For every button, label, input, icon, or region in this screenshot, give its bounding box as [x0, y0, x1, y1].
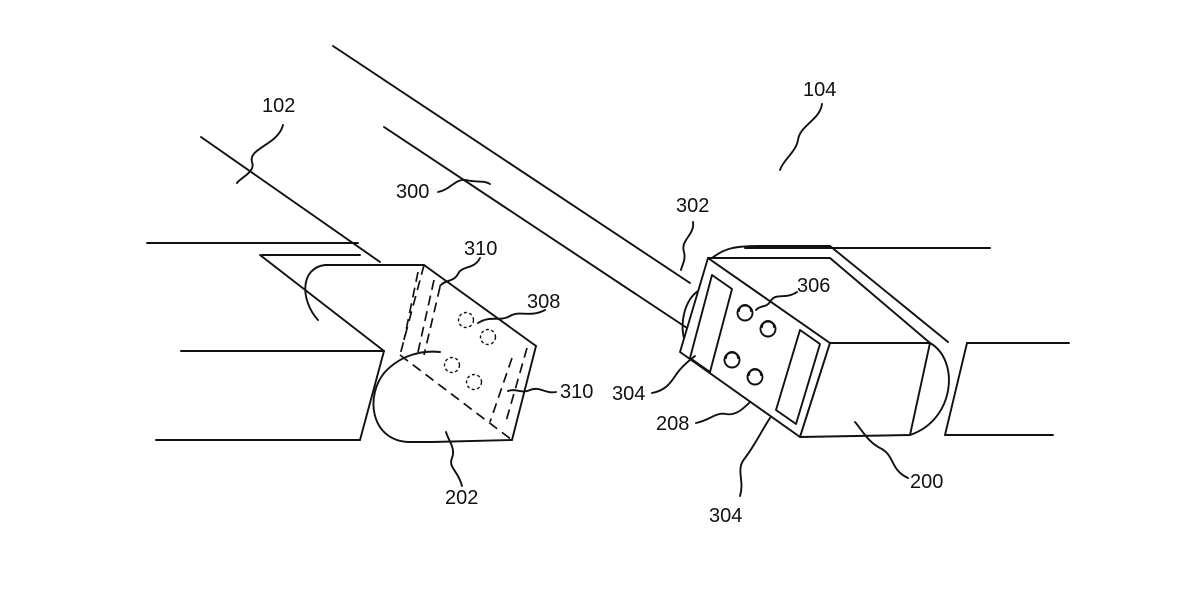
- cable-300: [333, 46, 690, 330]
- label-202: 202: [445, 487, 478, 509]
- leader-310-right: [508, 389, 556, 392]
- leader-208: [696, 402, 750, 423]
- leader-102: [237, 125, 283, 183]
- leader-300: [438, 180, 490, 192]
- leader-302: [681, 222, 693, 270]
- label-208: 208: [656, 413, 689, 435]
- leader-202: [446, 432, 462, 486]
- label-310-top: 310: [464, 238, 497, 260]
- leader-304-left: [652, 356, 695, 393]
- label-302: 302: [676, 195, 709, 217]
- left-device-102: [147, 137, 384, 440]
- leader-304-bottom: [740, 418, 770, 496]
- leader-104: [780, 104, 822, 170]
- label-310-right: 310: [560, 381, 593, 403]
- label-304-bottom: 304: [709, 505, 742, 527]
- label-300: 300: [396, 181, 429, 203]
- left-connector-202: [305, 265, 536, 442]
- label-306: 306: [797, 275, 830, 297]
- label-200: 200: [910, 471, 943, 493]
- label-308: 308: [527, 291, 560, 313]
- leader-310-top: [440, 258, 480, 286]
- label-304-left: 304: [612, 383, 645, 405]
- label-104: 104: [803, 79, 836, 101]
- label-102: 102: [262, 95, 295, 117]
